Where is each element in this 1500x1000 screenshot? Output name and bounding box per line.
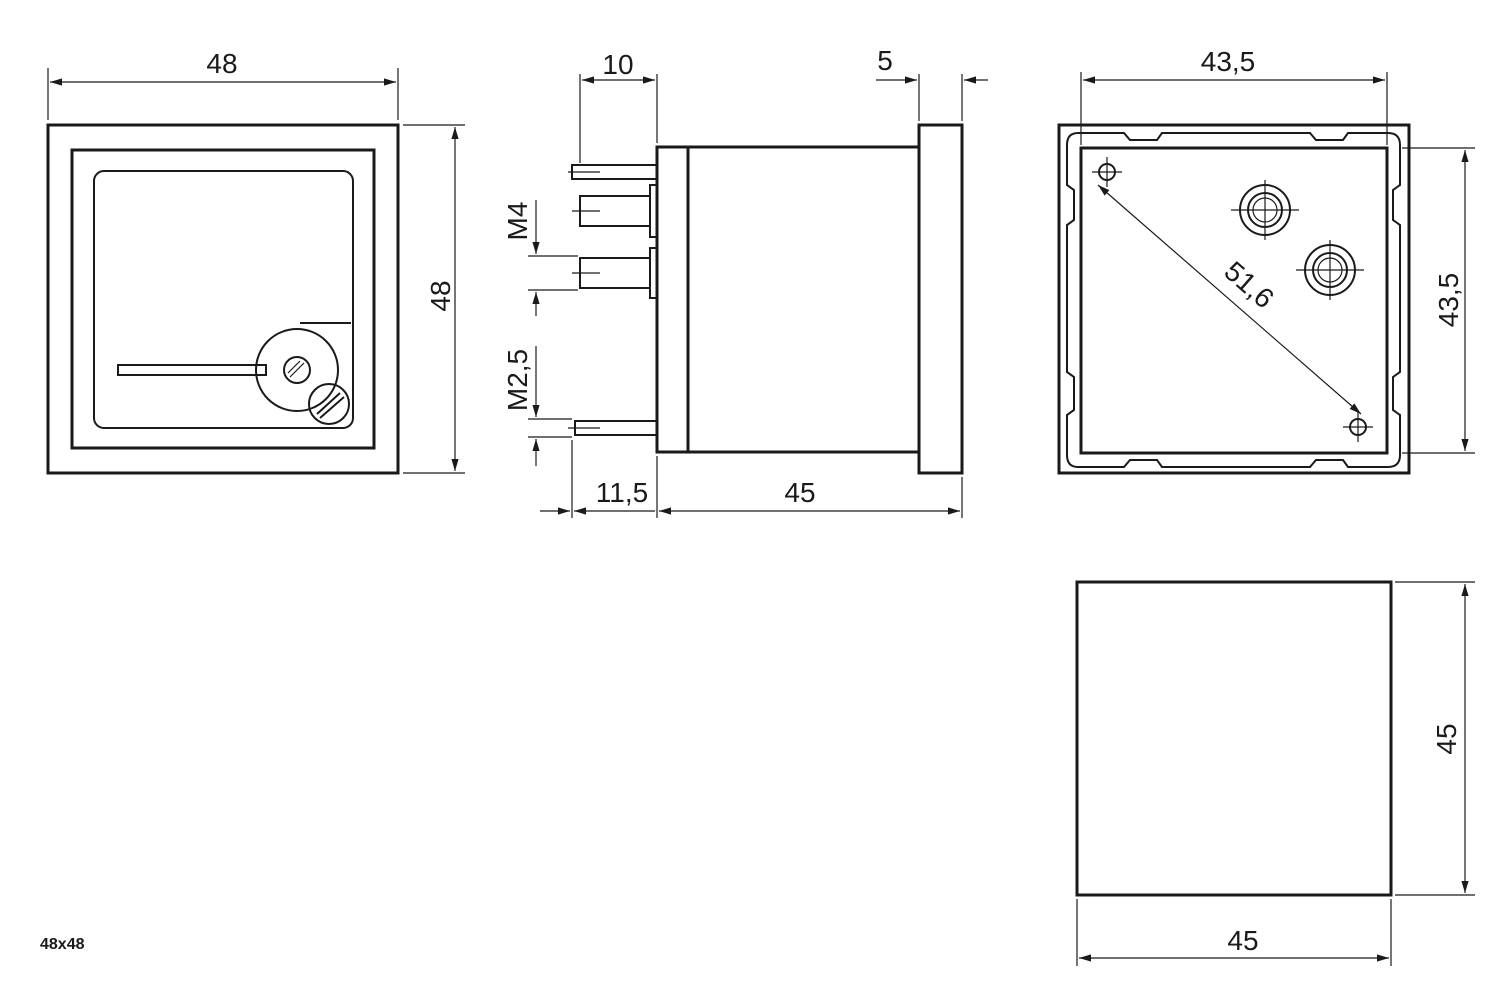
terminal-m4-lower	[572, 247, 658, 299]
front-view: 48 48	[46, 48, 465, 475]
pin-length-label: 10	[602, 49, 633, 80]
drawing-caption: 48x48	[40, 936, 85, 953]
rear-terminal-1	[1231, 180, 1299, 240]
thread-m25-label: M2,5	[502, 349, 533, 411]
front-height-label: 48	[425, 280, 456, 311]
rear-height-label: 43,5	[1433, 273, 1464, 328]
terminal-m4-upper	[572, 184, 658, 238]
terminal-offset-label: 11,5	[596, 477, 648, 508]
terminal-pin-bottom	[568, 420, 658, 436]
front-width-label: 48	[206, 48, 237, 79]
pointer-needle	[117, 364, 267, 376]
rear-width-label: 43,5	[1201, 46, 1256, 77]
panel-cutout-view: 45 45	[1075, 580, 1475, 966]
pin-length-dimension: 10	[579, 49, 658, 163]
thread-m4-label: M4	[502, 202, 533, 241]
zero-screw	[308, 383, 350, 425]
front-height-dimension: 48	[403, 124, 465, 474]
side-view: 10 5 M4 M2,5	[502, 45, 988, 518]
diagonal-label: 51,6	[1218, 255, 1279, 314]
rear-view: 51,6 43,5 43,5	[1057, 46, 1475, 475]
rear-width-dimension: 43,5	[1080, 46, 1388, 145]
mounting-hole-bottom	[1343, 412, 1373, 442]
rear-height-dimension: 43,5	[1402, 147, 1475, 454]
terminal-pin-top	[568, 164, 658, 180]
thread-m25-dimension: M2,5	[502, 346, 572, 466]
zero-adjust-knob	[255, 328, 339, 412]
front-width-dimension: 48	[47, 48, 399, 120]
cutout-height-label: 45	[1431, 723, 1462, 754]
flange-thickness-label: 5	[877, 45, 893, 76]
cutout-width-label: 45	[1227, 925, 1258, 956]
depth-dimension: 11,5 45	[540, 440, 963, 518]
mounting-hole-top	[1092, 157, 1122, 187]
rear-terminal-2	[1296, 240, 1364, 300]
flange-thickness-dimension: 5	[876, 45, 988, 121]
cutout-width-dimension: 45	[1076, 899, 1392, 966]
diagonal-dimension: 51,6	[1097, 184, 1362, 415]
body-depth-label: 45	[784, 477, 815, 508]
thread-m4-dimension: M4	[502, 200, 578, 316]
cutout-height-dimension: 45	[1395, 581, 1475, 896]
